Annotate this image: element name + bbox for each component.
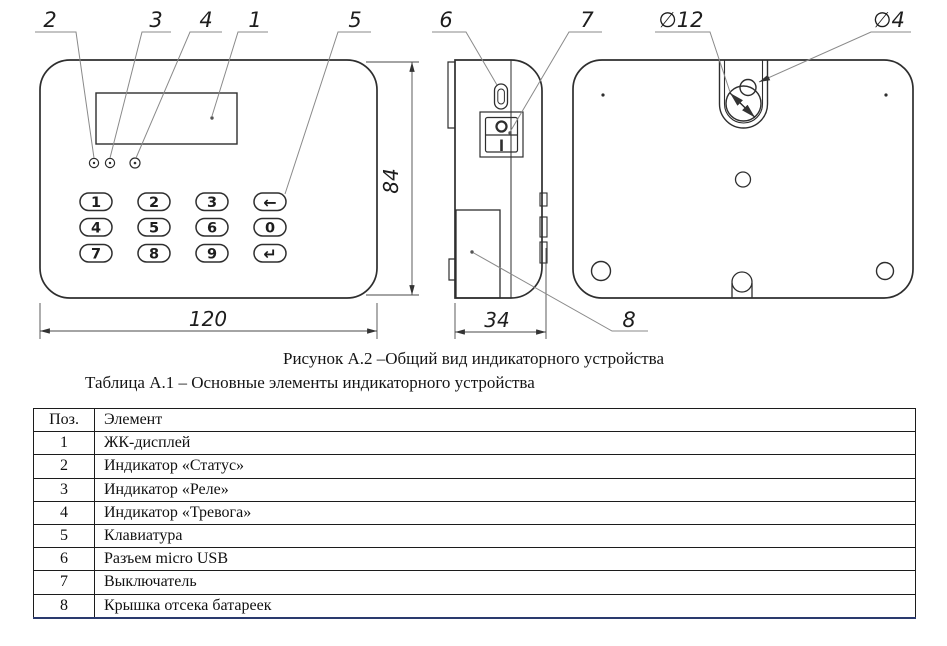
led-alarm (129, 157, 141, 169)
key-8-label: 8 (149, 247, 159, 263)
key-6-label: 6 (207, 221, 217, 237)
key-7-label: 7 (91, 247, 101, 263)
dimension-front-height-label: 84 (379, 168, 403, 193)
key-1-label: 1 (91, 195, 101, 211)
side-callout-leaders (432, 31, 648, 332)
key-0-label: 0 (265, 221, 275, 237)
key-3 (195, 192, 229, 212)
col-header-pos: Поз. (33, 407, 95, 433)
key-5-label: 5 (149, 221, 159, 237)
table-caption: Таблица А.1 – Основные элементы индикато… (85, 373, 535, 392)
diameter-12-arrows (729, 92, 756, 118)
key-enter (253, 243, 287, 263)
key-1 (79, 192, 113, 212)
side-left-tab-top (447, 61, 455, 129)
keyhole-small-circle (739, 78, 757, 97)
side-left-tab-bottom (448, 258, 455, 281)
technical-drawing: 1 2 3 ← 4 5 6 0 7 8 9 ↵ 120 84 (35, 8, 914, 339)
col-header-element: Элемент (94, 407, 916, 433)
back-view (572, 59, 914, 299)
front-callout-leaders (35, 31, 371, 195)
key-7 (79, 243, 113, 263)
callout-3-label: 3 (149, 8, 162, 32)
bottom-slot (731, 271, 753, 298)
back-center-hole (734, 171, 752, 188)
dimension-side-depth-label: 34 (484, 308, 509, 332)
device-front-outline (39, 59, 378, 299)
key-2 (137, 192, 171, 212)
key-backspace (253, 192, 287, 212)
power-switch (479, 111, 524, 158)
keyhole-large-circle (725, 85, 762, 122)
led-relay (104, 157, 116, 169)
figure-caption: Рисунок А.2 –Общий вид индикаторного уст… (283, 349, 664, 368)
back-hole-bottom-left (590, 260, 612, 282)
dimension-front-width-label: 120 (189, 307, 227, 331)
callout-4-label: 4 (199, 8, 212, 32)
front-view: 1 2 3 ← 4 5 6 0 7 8 9 ↵ 120 84 (39, 59, 419, 339)
led-status (88, 157, 100, 169)
key-0 (253, 217, 287, 237)
table-header-row: Поз. Элемент (33, 407, 916, 433)
led-indicators (88, 157, 141, 169)
key-3-label: 3 (207, 195, 217, 211)
usb-port (493, 83, 509, 110)
key-4-label: 4 (91, 221, 101, 237)
device-side-outline (454, 59, 543, 299)
diameter-12-label: ∅12 (658, 8, 703, 32)
key-4 (79, 217, 113, 237)
callout-6-label: 6 (439, 8, 452, 32)
enter-arrow-icon: ↵ (263, 245, 276, 264)
key-9 (195, 243, 229, 263)
dimension-front-height (366, 61, 419, 296)
dimension-front-width (39, 303, 378, 339)
callout-2-label: 2 (43, 8, 56, 32)
key-9-label: 9 (207, 247, 217, 263)
keypad (79, 192, 287, 263)
key-2-label: 2 (149, 195, 159, 211)
back-dot-left (601, 93, 605, 97)
key-6 (195, 217, 229, 237)
side-view: 34 (447, 59, 548, 339)
side-right-tabs (539, 192, 548, 264)
callout-7-label: 7 (580, 8, 594, 32)
back-callout-leaders (655, 31, 911, 93)
key-8 (137, 243, 171, 263)
lcd-display (95, 92, 238, 145)
battery-cover (455, 209, 501, 299)
switch-off-symbol (495, 120, 508, 133)
callout-8-label: 8 (622, 308, 635, 332)
back-dot-right (884, 93, 888, 97)
callout-1-label: 1 (248, 8, 261, 32)
key-5 (137, 217, 171, 237)
back-hole-bottom-right (875, 261, 895, 281)
diameter-4-label: ∅4 (873, 8, 905, 32)
keyhole-slot (718, 60, 769, 129)
device-back-outline (572, 59, 914, 299)
callout-5-label: 5 (348, 8, 361, 32)
backspace-arrow-icon: ← (263, 193, 276, 212)
